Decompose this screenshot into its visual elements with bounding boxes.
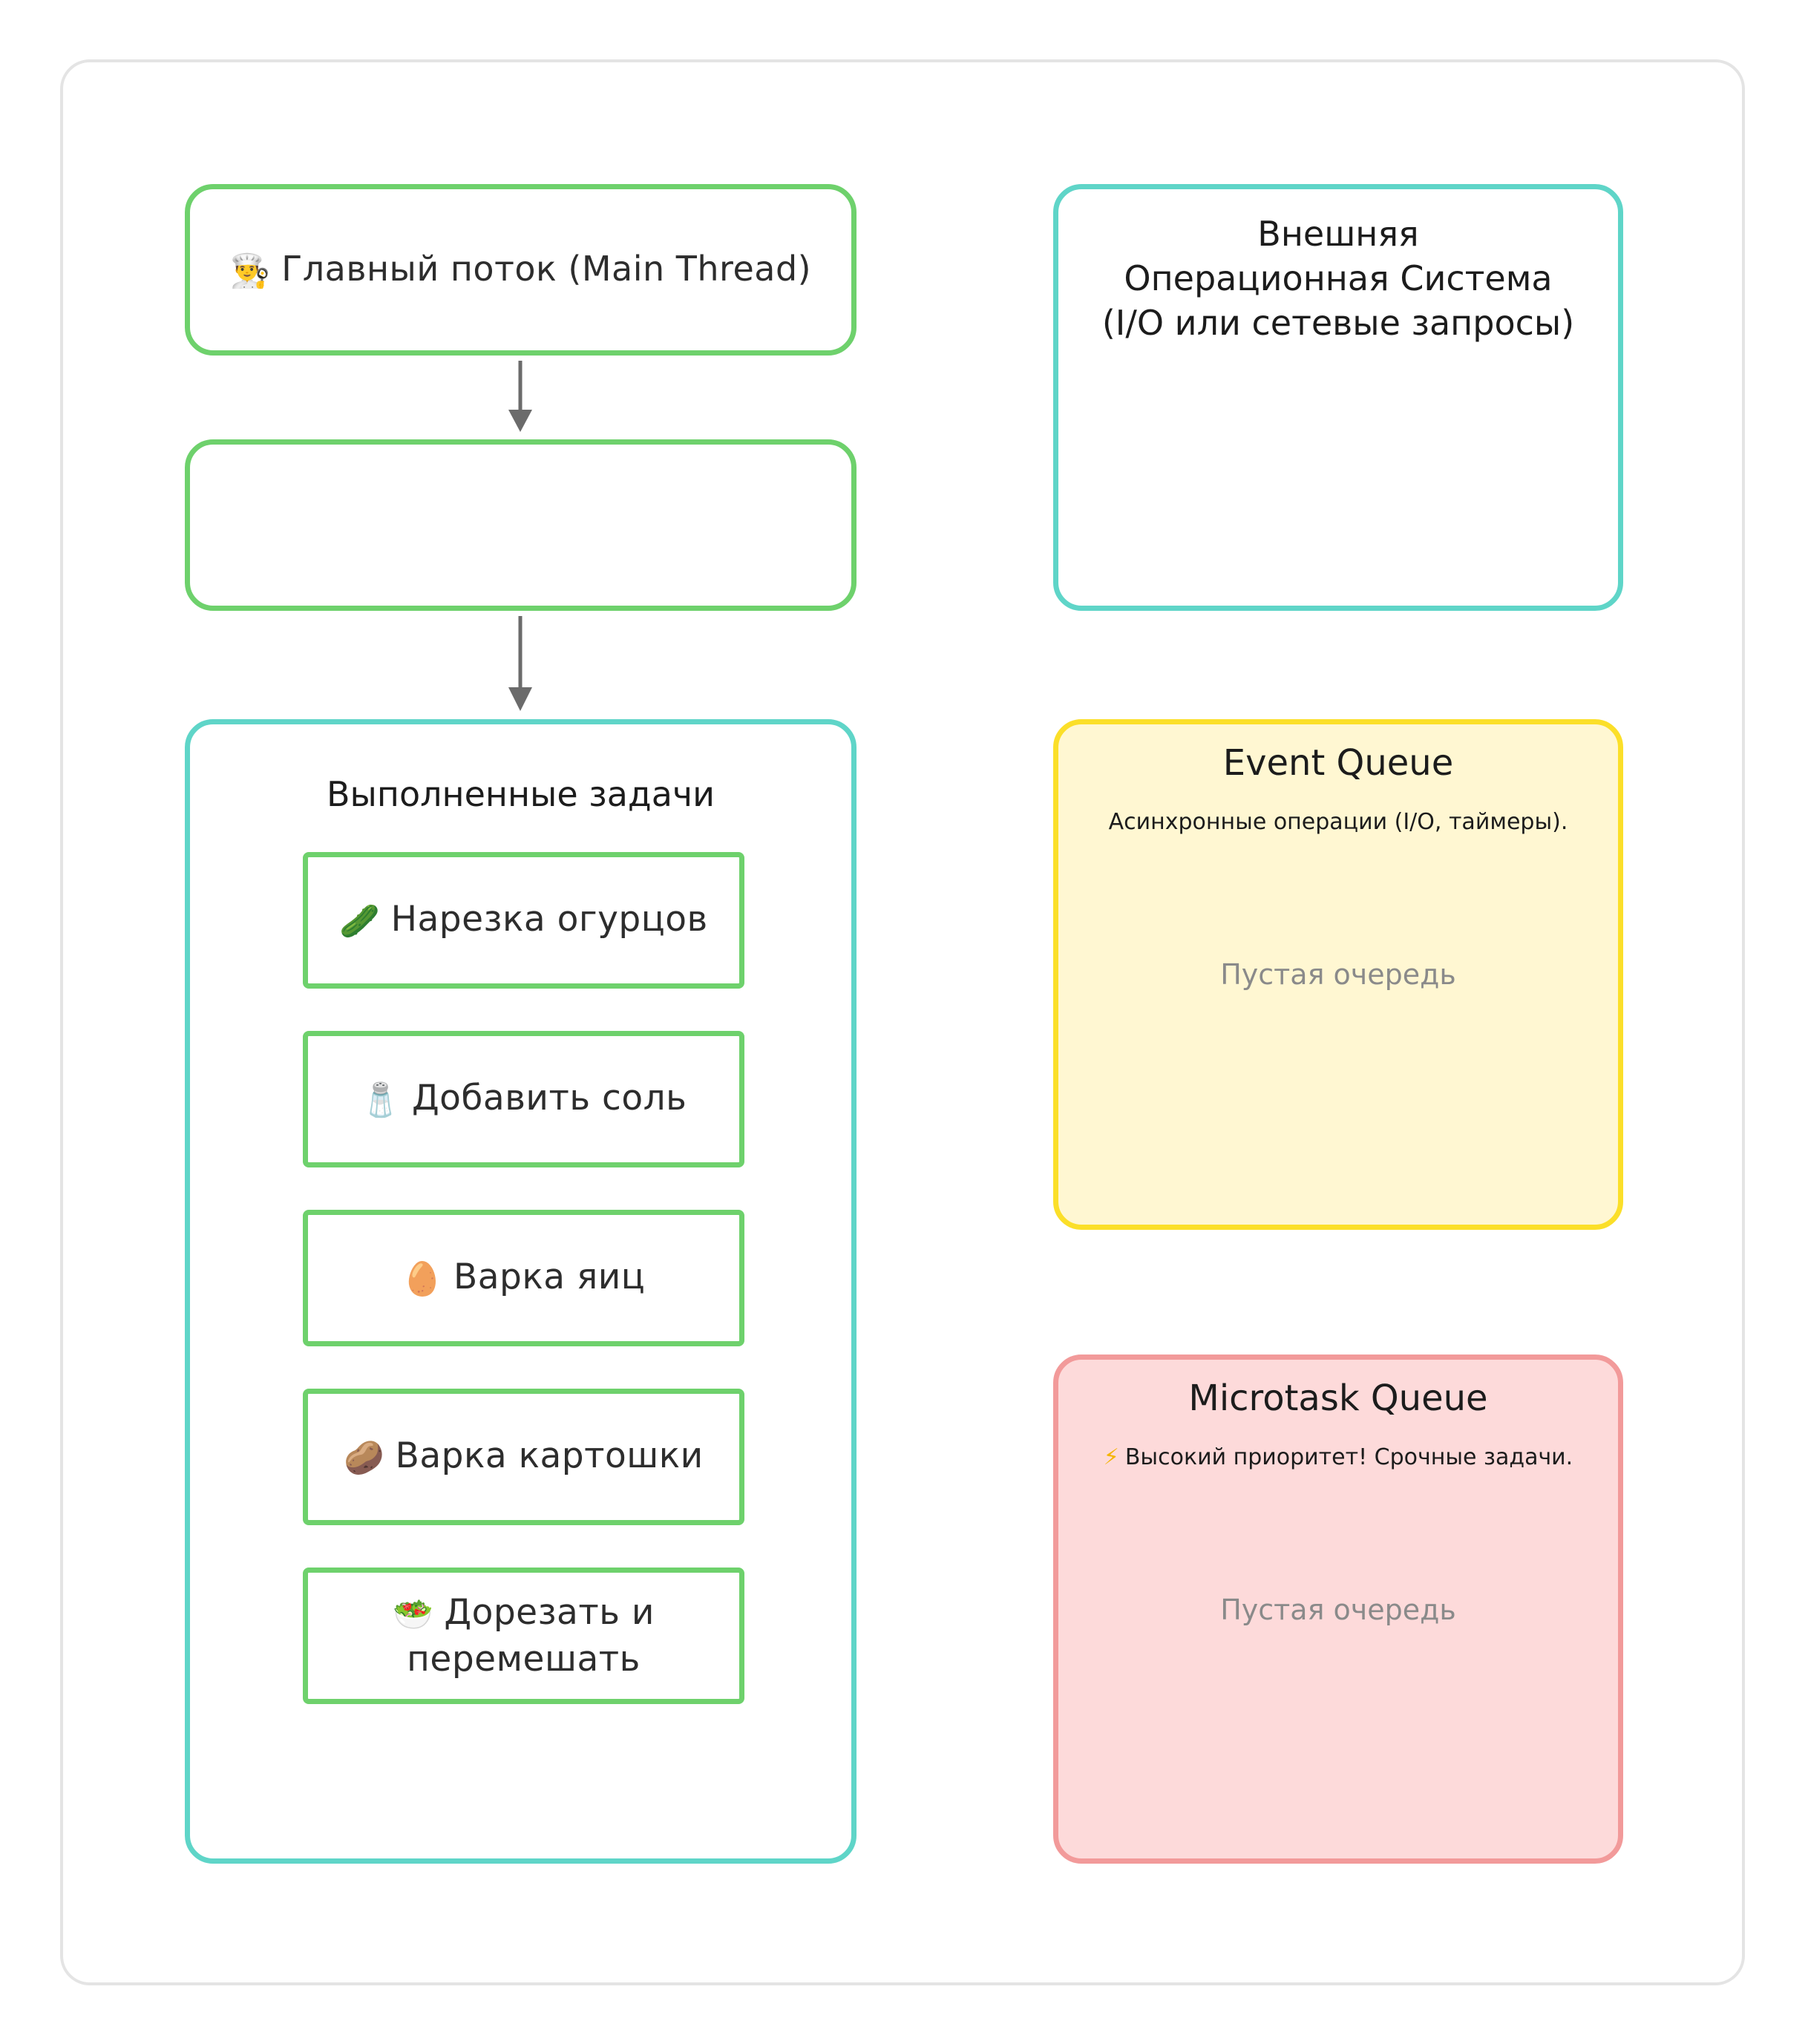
cucumber-icon: 🥒: [339, 902, 381, 940]
completed-tasks-panel: Выполненные задачи 🥒Нарезка огурцов 🧂Доб…: [185, 719, 856, 1864]
task-label: Добавить соль: [411, 1077, 687, 1118]
salt-shaker-icon: 🧂: [360, 1081, 402, 1119]
task-label: Варка яиц: [453, 1256, 646, 1297]
task-label-row: 🥚 Варка яиц: [402, 1255, 646, 1302]
completed-task-item: 🥒Нарезка огурцов: [303, 852, 744, 989]
arrow-down-icon: [508, 616, 532, 711]
current-task-box: [185, 439, 856, 611]
task-label-row: 🥔 Варка картошки: [344, 1434, 703, 1481]
event-queue-description: Асинхронные операции (I/O, таймеры).: [1108, 809, 1568, 835]
event-queue-empty-text: Пустая очередь: [1220, 958, 1456, 991]
microtask-queue-empty-text: Пустая очередь: [1220, 1593, 1456, 1626]
completed-task-item: 🥔 Варка картошки: [303, 1389, 744, 1525]
main-thread-box: 👨‍🍳Главный поток (Main Thread): [185, 184, 856, 356]
main-thread-label: Главный поток (Main Thread): [281, 248, 812, 289]
microtask-queue-description: Высокий приоритет! Срочные задачи.: [1124, 1444, 1573, 1470]
main-thread-label-row: 👨‍🍳Главный поток (Main Thread): [230, 246, 811, 294]
task-label-row: 🧂Добавить соль: [361, 1076, 687, 1123]
task-label-row: 🥗Дорезать и перемешать: [361, 1591, 687, 1682]
microtask-queue-description-row: ⚡Высокий приоритет! Срочные задачи.: [1058, 1443, 1618, 1473]
external-os-title: Внешняя Операционная Система (I/O или се…: [1101, 214, 1575, 343]
task-label: Нарезка огурцов: [390, 898, 708, 940]
completed-tasks-title: Выполненные задачи: [327, 774, 715, 814]
event-queue-box: Event Queue Асинхронные операции (I/O, т…: [1053, 719, 1623, 1230]
arrow-down-icon: [508, 361, 532, 432]
task-label: Дорезать и перемешать: [407, 1591, 655, 1680]
microtask-queue-title: Microtask Queue: [1188, 1378, 1488, 1419]
microtask-queue-box: Microtask Queue ⚡Высокий приоритет! Сроч…: [1053, 1355, 1623, 1864]
completed-task-item: 🥗Дорезать и перемешать: [303, 1568, 744, 1704]
external-os-box: Внешняя Операционная Система (I/O или се…: [1053, 184, 1623, 611]
egg-icon: 🥚: [402, 1260, 443, 1298]
task-label: Варка картошки: [395, 1435, 704, 1476]
task-label-row: 🥒Нарезка огурцов: [339, 897, 707, 944]
completed-task-item: 🥚 Варка яиц: [303, 1210, 744, 1346]
event-queue-title: Event Queue: [1222, 742, 1454, 784]
lightning-icon: ⚡: [1103, 1444, 1119, 1470]
potato-icon: 🥔: [344, 1438, 385, 1477]
completed-task-item: 🧂Добавить соль: [303, 1031, 744, 1167]
chef-emoji-icon: 👨‍🍳: [229, 252, 272, 290]
salad-icon: 🥗: [393, 1595, 434, 1634]
